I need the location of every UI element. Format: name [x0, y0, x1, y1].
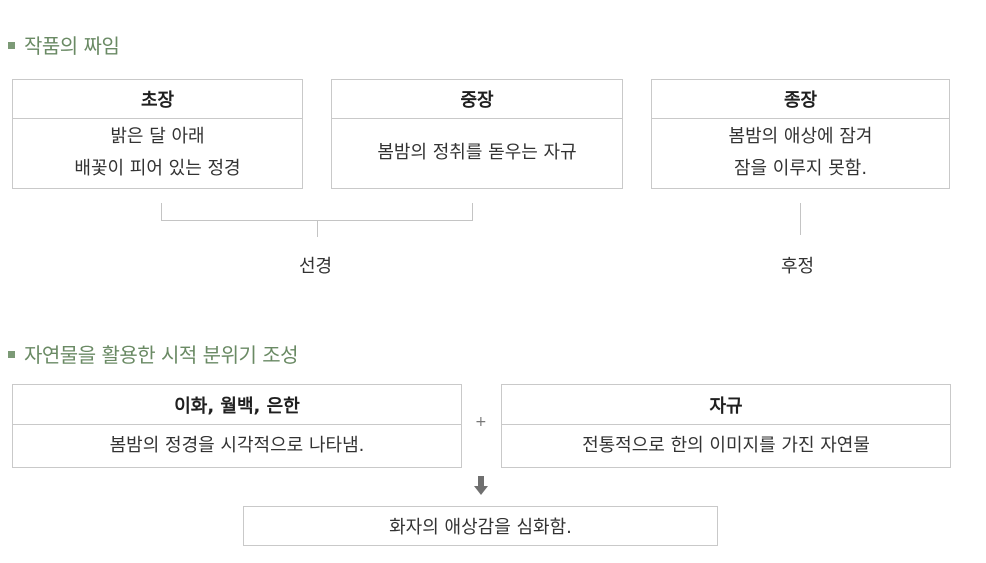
- jongjang-body: 봄밤의 애상에 잠겨 잠을 이루지 못함.: [652, 118, 949, 188]
- down-arrow-icon: [474, 476, 488, 495]
- jongjang-stem-line: [800, 203, 801, 235]
- jagyu-body: 전통적으로 한의 이미지를 가진 자연물: [502, 424, 950, 467]
- jongjang-line-1: 봄밤의 애상에 잠겨: [728, 126, 873, 147]
- chojang-body: 밝은 달 아래 배꽃이 피어 있는 정경: [13, 118, 302, 188]
- label-hujeong: 후정: [781, 256, 815, 277]
- bracket-bottom-line: [161, 220, 473, 221]
- natural-objects-header: 이화, 월백, 은한: [13, 385, 461, 425]
- jungjang-box: 중장 봄밤의 정취를 돋우는 자규: [331, 79, 623, 189]
- chojang-box: 초장 밝은 달 아래 배꽃이 피어 있는 정경: [12, 79, 303, 189]
- natural-objects-box: 이화, 월백, 은한 봄밤의 정경을 시각적으로 나타냄.: [12, 384, 462, 468]
- square-bullet-icon: [8, 42, 15, 49]
- chojang-line-2: 배꽃이 피어 있는 정경: [74, 158, 241, 179]
- section2-heading: 자연물을 활용한 시적 분위기 조성: [8, 339, 299, 368]
- jungjang-line-1: 봄밤의 정취를 돋우는 자규: [377, 142, 577, 163]
- jagyu-header: 자규: [502, 385, 950, 425]
- chojang-line-1: 밝은 달 아래: [110, 126, 205, 147]
- jungjang-body: 봄밤의 정취를 돋우는 자규: [332, 118, 622, 188]
- plus-sign: +: [475, 414, 487, 430]
- jongjang-box: 종장 봄밤의 애상에 잠겨 잠을 이루지 못함.: [651, 79, 950, 189]
- section1-heading: 작품의 짜임: [8, 30, 120, 59]
- natural-objects-body: 봄밤의 정경을 시각적으로 나타냄.: [13, 424, 461, 467]
- section2-title: 자연물을 활용한 시적 분위기 조성: [24, 343, 299, 367]
- jongjang-header: 종장: [652, 80, 949, 119]
- section1-title: 작품의 짜임: [24, 34, 120, 58]
- natural-objects-text: 봄밤의 정경을 시각적으로 나타냄.: [109, 434, 365, 456]
- jongjang-line-2: 잠을 이루지 못함.: [733, 158, 868, 179]
- chojang-header: 초장: [13, 80, 302, 119]
- jagyu-box: 자규 전통적으로 한의 이미지를 가진 자연물: [501, 384, 951, 468]
- square-bullet-icon: [8, 351, 15, 358]
- bracket-stem-line: [317, 221, 318, 237]
- jagyu-text: 전통적으로 한의 이미지를 가진 자연물: [582, 434, 870, 456]
- bracket-left-tick: [161, 203, 162, 221]
- result-box: 화자의 애상감을 심화함.: [243, 506, 718, 546]
- jungjang-header: 중장: [332, 80, 622, 119]
- bracket-right-tick: [472, 203, 473, 221]
- label-seongyeong: 선경: [299, 256, 333, 277]
